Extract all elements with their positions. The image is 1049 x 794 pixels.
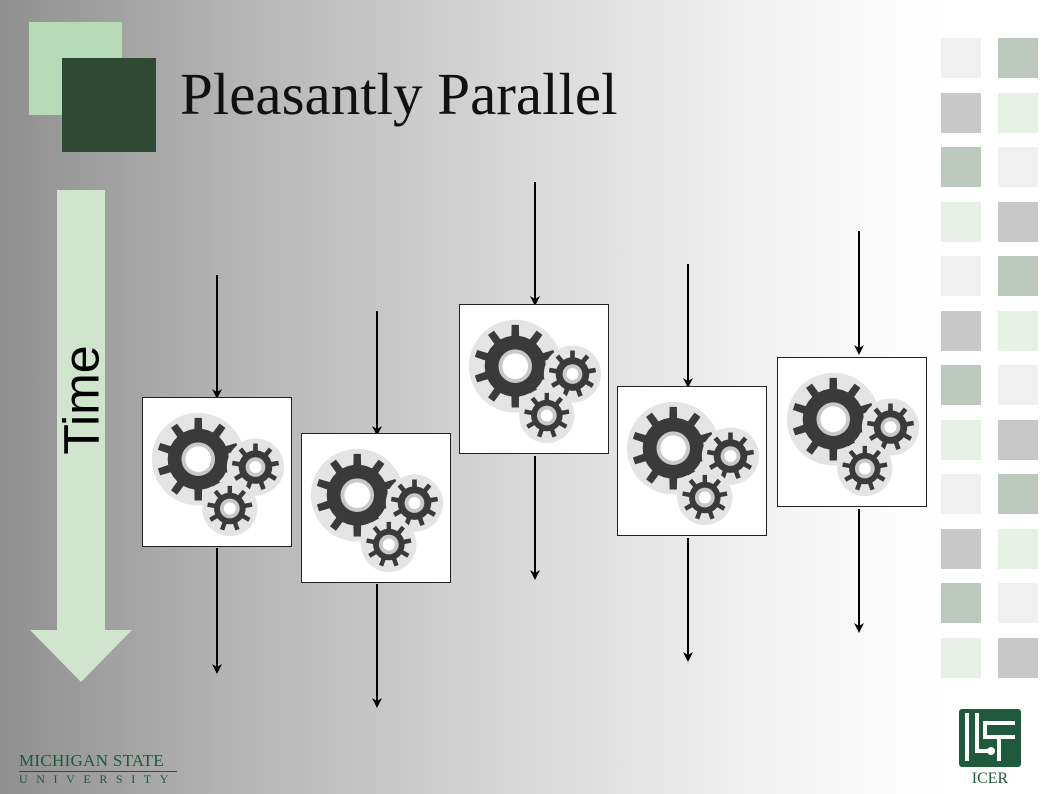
time-arrow xyxy=(30,190,132,682)
task-box-5 xyxy=(777,357,927,507)
gears-icon xyxy=(151,412,285,537)
decorative-tile xyxy=(998,201,1038,242)
task-box-4 xyxy=(617,386,767,536)
decorative-tile xyxy=(941,38,981,78)
decorative-tile xyxy=(941,256,981,296)
decorative-tile xyxy=(998,474,1038,514)
task-box-1 xyxy=(142,397,292,547)
gears-icon xyxy=(626,401,760,526)
task-box-2 xyxy=(301,433,451,583)
icer-logo-mark xyxy=(959,709,1021,767)
decorative-tile xyxy=(941,310,981,351)
gears-icon xyxy=(468,319,602,444)
decorative-tile xyxy=(941,474,981,514)
decorative-tile xyxy=(998,38,1038,78)
decorative-tile xyxy=(998,528,1038,569)
decorative-tile xyxy=(941,201,981,242)
decorative-tile xyxy=(998,419,1038,460)
msu-logo-line2: UNIVERSITY xyxy=(19,772,177,786)
decorative-tile xyxy=(998,583,1038,623)
task-box-3 xyxy=(459,304,609,454)
decorative-tile xyxy=(998,256,1038,296)
slide-title: Pleasantly Parallel xyxy=(180,61,618,127)
decorative-square-dark xyxy=(62,58,156,152)
decorative-tile xyxy=(998,637,1038,678)
decorative-tile xyxy=(941,419,981,460)
gears-icon xyxy=(310,448,444,573)
decorative-tile-grid xyxy=(941,38,1041,698)
decorative-tile xyxy=(998,365,1038,405)
msu-logo: MICHIGAN STATE UNIVERSITY xyxy=(19,752,177,787)
icer-logo-text: ICER xyxy=(971,770,1009,787)
decorative-tile xyxy=(941,147,981,187)
decorative-tile xyxy=(998,147,1038,187)
decorative-tile xyxy=(941,528,981,569)
decorative-tile xyxy=(998,310,1038,351)
time-arrow-shape xyxy=(30,190,132,682)
msu-logo-line1: MICHIGAN STATE xyxy=(19,752,177,772)
decorative-tile xyxy=(941,583,981,623)
icer-logo: ICER xyxy=(955,707,1025,791)
decorative-tile xyxy=(941,637,981,678)
decorative-tile xyxy=(941,92,981,133)
decorative-tile xyxy=(998,92,1038,133)
decorative-tile xyxy=(941,365,981,405)
gears-icon xyxy=(786,372,920,497)
